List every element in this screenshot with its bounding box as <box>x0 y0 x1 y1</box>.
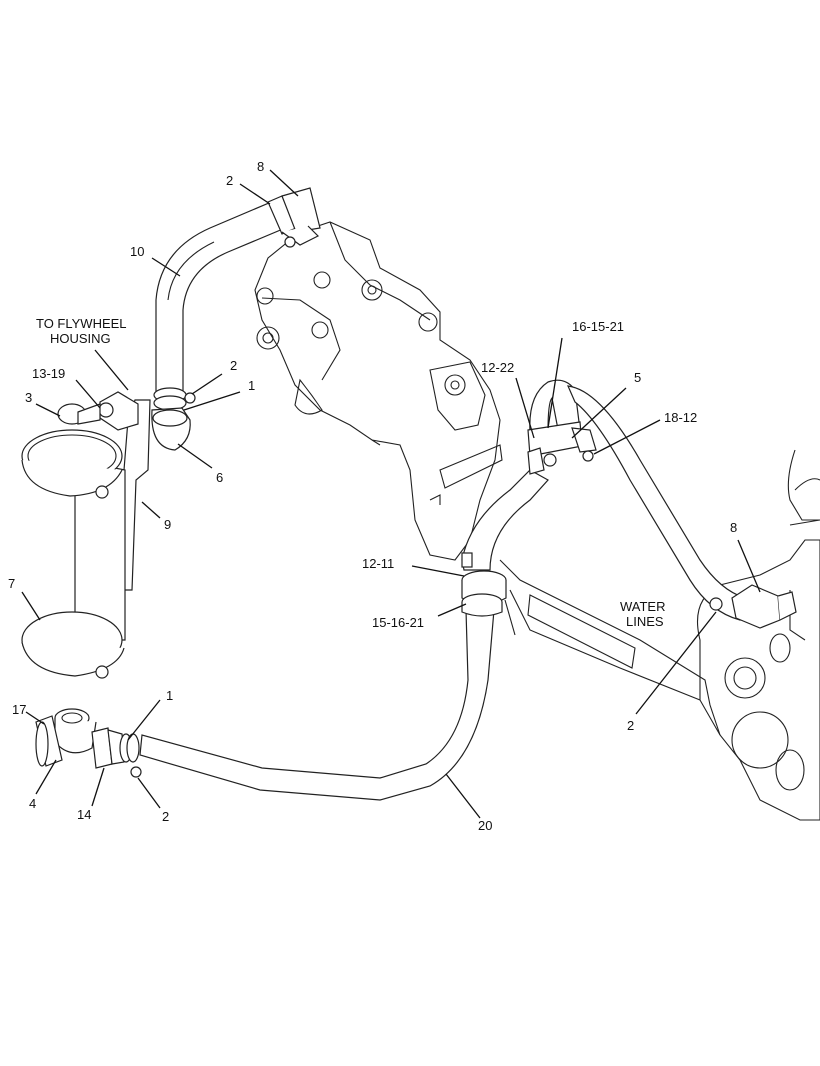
label-9: 9 <box>164 517 171 532</box>
label-7: 7 <box>8 576 15 591</box>
label-water-lines-line2: LINES <box>626 614 664 629</box>
label-20: 20 <box>478 818 492 833</box>
label-4: 4 <box>29 796 36 811</box>
label-10: 10 <box>130 244 144 259</box>
label-14: 14 <box>77 807 91 822</box>
water-line-elbow <box>709 584 797 629</box>
upper-hose <box>155 199 291 393</box>
callout-labels: 2 8 10 TO FLYWHEEL HOUSING 13-19 3 2 1 6… <box>8 159 737 833</box>
label-18-12: 18-12 <box>664 410 697 425</box>
label-1-bottom: 1 <box>166 688 173 703</box>
y-hose <box>139 379 746 801</box>
water-pump-housing <box>696 449 820 821</box>
label-8-top: 8 <box>257 159 264 174</box>
leader-lines <box>21 169 761 819</box>
middle-clamps <box>461 552 507 617</box>
separator-assembly <box>21 391 191 679</box>
label-to-flywheel-line2: HOUSING <box>50 331 111 346</box>
label-15-16-21: 15-16-21 <box>372 615 424 630</box>
label-13-19: 13-19 <box>32 366 65 381</box>
label-water-lines-line1: WATER <box>620 599 666 614</box>
label-8-right: 8 <box>730 520 737 535</box>
label-12-22: 12-22 <box>481 360 514 375</box>
upper-hose-lower-clamp <box>153 387 196 411</box>
label-17: 17 <box>12 702 26 717</box>
label-2-top: 2 <box>226 173 233 188</box>
label-to-flywheel-line1: TO FLYWHEEL <box>36 316 127 331</box>
label-5: 5 <box>634 370 641 385</box>
label-2-mid: 2 <box>230 358 237 373</box>
label-1-mid: 1 <box>248 378 255 393</box>
label-6: 6 <box>216 470 223 485</box>
label-2-right: 2 <box>627 718 634 733</box>
label-12-11: 12-11 <box>362 556 394 571</box>
upper-y-clamp <box>527 421 597 475</box>
upper-hose-clamp <box>267 187 321 248</box>
label-2-bottom: 2 <box>162 809 169 824</box>
label-3: 3 <box>25 390 32 405</box>
label-16-15-21: 16-15-21 <box>572 319 624 334</box>
